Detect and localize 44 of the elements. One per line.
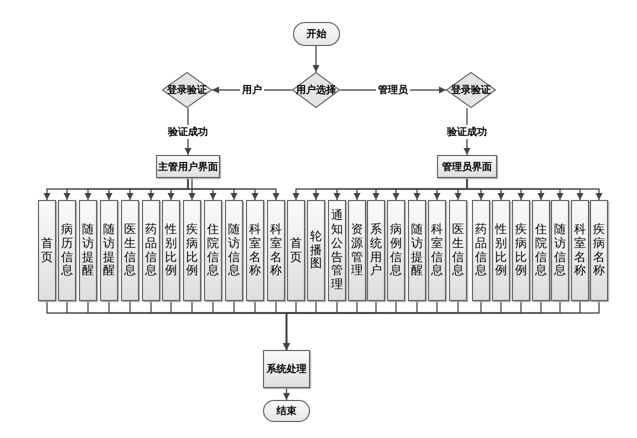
module-box: 轮播图	[307, 200, 325, 301]
module-box: 疾病名称	[590, 200, 608, 301]
module-box: 随访信息	[225, 200, 243, 301]
module-box: 药品信息	[472, 200, 490, 301]
module-box: 系统用户	[367, 200, 385, 301]
process-box: 系统处理	[263, 350, 310, 388]
module-box: 随访信息	[551, 200, 569, 301]
edge-label: 用户	[240, 83, 264, 97]
module-box: 随访提醒	[100, 200, 118, 301]
process-box: 管理员界面	[437, 155, 497, 178]
process-box: 主管用户界面	[156, 155, 220, 178]
edge-label: 验证成功	[166, 124, 210, 138]
module-box: 医生信息	[449, 200, 467, 301]
module-box: 疾病比例	[183, 200, 201, 301]
module-box: 首页	[287, 200, 305, 301]
module-box: 随访提醒	[408, 200, 426, 301]
decision-diamond: 登录验证	[446, 72, 496, 108]
module-box: 资源管理	[348, 200, 366, 301]
arrow	[188, 178, 196, 200]
module-box: 科室名称	[267, 200, 285, 301]
module-box: 疾病比例	[512, 200, 530, 301]
module-box: 病例信息	[387, 200, 405, 301]
module-box: 随访提醒	[79, 200, 97, 301]
module-box: 病历信息	[58, 200, 76, 301]
arrow	[283, 388, 290, 400]
module-box: 科室信息	[428, 200, 446, 301]
module-box: 科室名称	[571, 200, 589, 301]
module-box: 性别比例	[492, 200, 510, 301]
module-box: 科室名称	[246, 200, 264, 301]
terminal-box: 开始	[293, 22, 340, 46]
terminal-box: 结束	[263, 400, 310, 422]
edge-label: 管理员	[376, 83, 410, 97]
module-box: 医生信息	[121, 200, 139, 301]
decision-diamond: 用户选择	[292, 72, 340, 108]
module-box: 首页	[38, 200, 56, 301]
decision-diamond: 登录验证	[162, 72, 212, 108]
arrow	[312, 46, 320, 72]
module-box: 药品信息	[142, 200, 160, 301]
edge-label: 验证成功	[445, 124, 489, 138]
module-box: 住院信息	[204, 200, 222, 301]
arrow	[187, 178, 280, 200]
module-box: 住院信息	[532, 200, 550, 301]
module-box: 性别比例	[162, 200, 180, 301]
module-box: 通知公告管理	[328, 200, 346, 301]
